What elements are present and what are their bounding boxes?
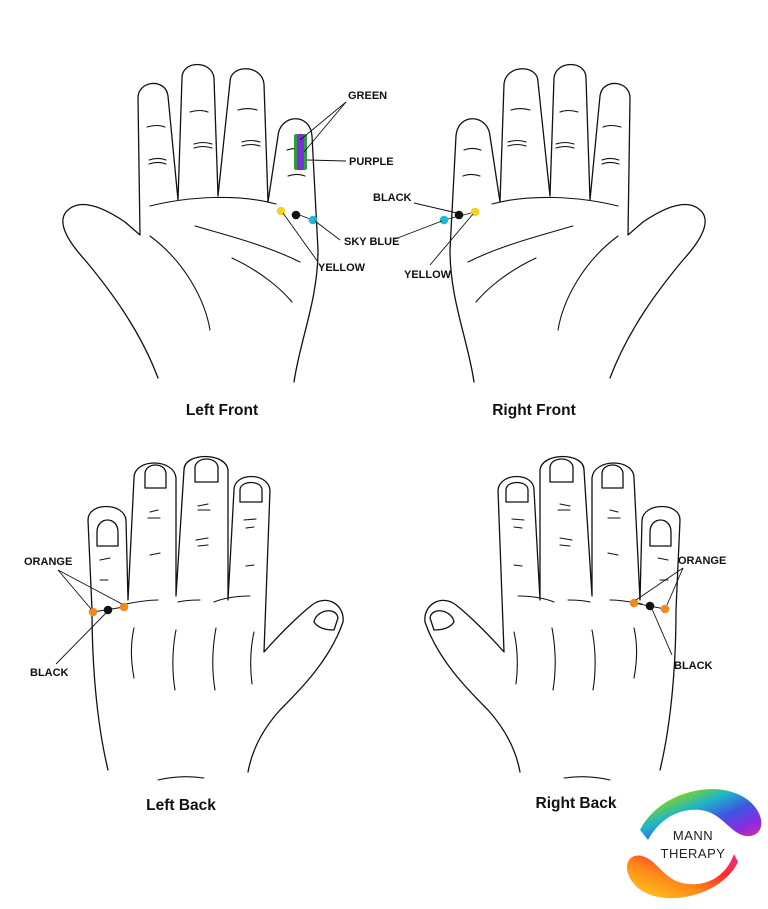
left-back-nail (239, 481, 263, 503)
right-back-nail (649, 519, 672, 547)
left-back-outline (87, 456, 344, 773)
purple-band (297, 134, 304, 170)
right-back-knuckle-crease (511, 509, 621, 541)
right-front-knuckle-crease (510, 107, 531, 111)
right-back-tendon (513, 627, 638, 691)
right-front-knuckle-crease (462, 173, 481, 177)
left-front-palm-crease (231, 257, 293, 303)
right-front-caption: Right Front (492, 402, 576, 419)
logo-rainbow-swirl-bottom (626, 854, 738, 899)
left-front-knuckle-crease (148, 157, 167, 165)
orange-point (88, 607, 98, 617)
right-back-nail (549, 458, 574, 483)
orange-label: ORANGE (678, 555, 726, 567)
right-front-knuckle-crease (601, 157, 620, 165)
right-front-palm-crease (491, 196, 619, 207)
left-back-nail (313, 610, 339, 631)
left-front-markers: GREEN PURPLE SKY BLUE YELLOW (276, 90, 399, 274)
right-back-outline (424, 456, 681, 773)
left-front-caption: Left Front (186, 402, 258, 419)
black-point (103, 605, 113, 615)
left-back-wrist (157, 776, 205, 781)
black-label: BLACK (30, 667, 69, 679)
black-point (645, 601, 655, 611)
orange-point (660, 604, 670, 614)
right-front-knuckle-crease (555, 141, 575, 149)
left-back-caption: Left Back (146, 797, 216, 814)
orange-label: ORANGE (24, 556, 72, 568)
black-point (454, 210, 464, 220)
black-label: BLACK (674, 660, 713, 672)
left-back-knuckle-crease (147, 509, 257, 541)
right-back-nail (601, 464, 624, 489)
left-front-outline (62, 64, 319, 383)
right-front-palm-crease (557, 235, 619, 331)
left-back-nail (144, 464, 167, 489)
yellow-label: YELLOW (404, 269, 452, 281)
sky-blue-point (439, 215, 449, 225)
right-back-hand (424, 456, 681, 781)
right-back-knuckle-crease (513, 503, 669, 581)
orange-point (119, 602, 129, 612)
left-front-knuckle-crease (189, 109, 209, 113)
right-back-nail (505, 481, 529, 503)
left-front-palm-crease (194, 225, 301, 263)
right-back-markers: ORANGE BLACK (629, 555, 726, 672)
left-front-knuckle-crease (237, 107, 258, 111)
right-front-outline (449, 64, 706, 383)
right-front-palm-crease (475, 257, 537, 303)
logo-line1: MANN (673, 828, 713, 843)
left-front-knuckle-crease (241, 139, 261, 147)
left-front-hand (62, 64, 319, 383)
right-back-wrist (563, 776, 611, 781)
logo-line2: THERAPY (661, 846, 726, 861)
right-front-markers: BLACK YELLOW (373, 192, 480, 281)
black-point (291, 210, 301, 220)
right-front-knuckle-crease (602, 124, 622, 128)
sky-blue-label: SKY BLUE (344, 236, 399, 248)
left-back-nail (194, 458, 219, 483)
purple-label: PURPLE (349, 156, 394, 168)
left-front-knuckle-crease (193, 141, 213, 149)
left-back-knuckle-line (125, 595, 251, 605)
left-front-palm-crease (149, 196, 277, 207)
right-back-caption: Right Back (536, 795, 617, 812)
right-front-knuckle-crease (559, 109, 579, 113)
right-front-hand (449, 64, 706, 383)
left-front-knuckle-crease (146, 124, 166, 128)
left-front-knuckle-crease (287, 173, 306, 177)
mann-therapy-logo: MANN THERAPY (626, 789, 762, 899)
left-back-knuckle-crease (99, 503, 255, 581)
right-back-knuckle-line (517, 595, 643, 605)
right-back-nail (429, 610, 455, 631)
left-back-markers: ORANGE BLACK (24, 556, 129, 679)
sky-blue-point (308, 215, 318, 225)
black-label: BLACK (373, 192, 412, 204)
left-back-tendon (130, 627, 255, 691)
left-front-palm-crease (149, 235, 211, 331)
yellow-label: YELLOW (318, 262, 366, 274)
orange-point (629, 598, 639, 608)
right-front-knuckle-crease (507, 139, 527, 147)
left-back-hand (87, 456, 344, 781)
green-label: GREEN (348, 90, 387, 102)
right-front-palm-crease (467, 225, 574, 263)
left-back-nail (96, 519, 119, 547)
logo-rainbow-swirl-top (640, 789, 762, 840)
right-front-knuckle-crease (463, 147, 482, 151)
